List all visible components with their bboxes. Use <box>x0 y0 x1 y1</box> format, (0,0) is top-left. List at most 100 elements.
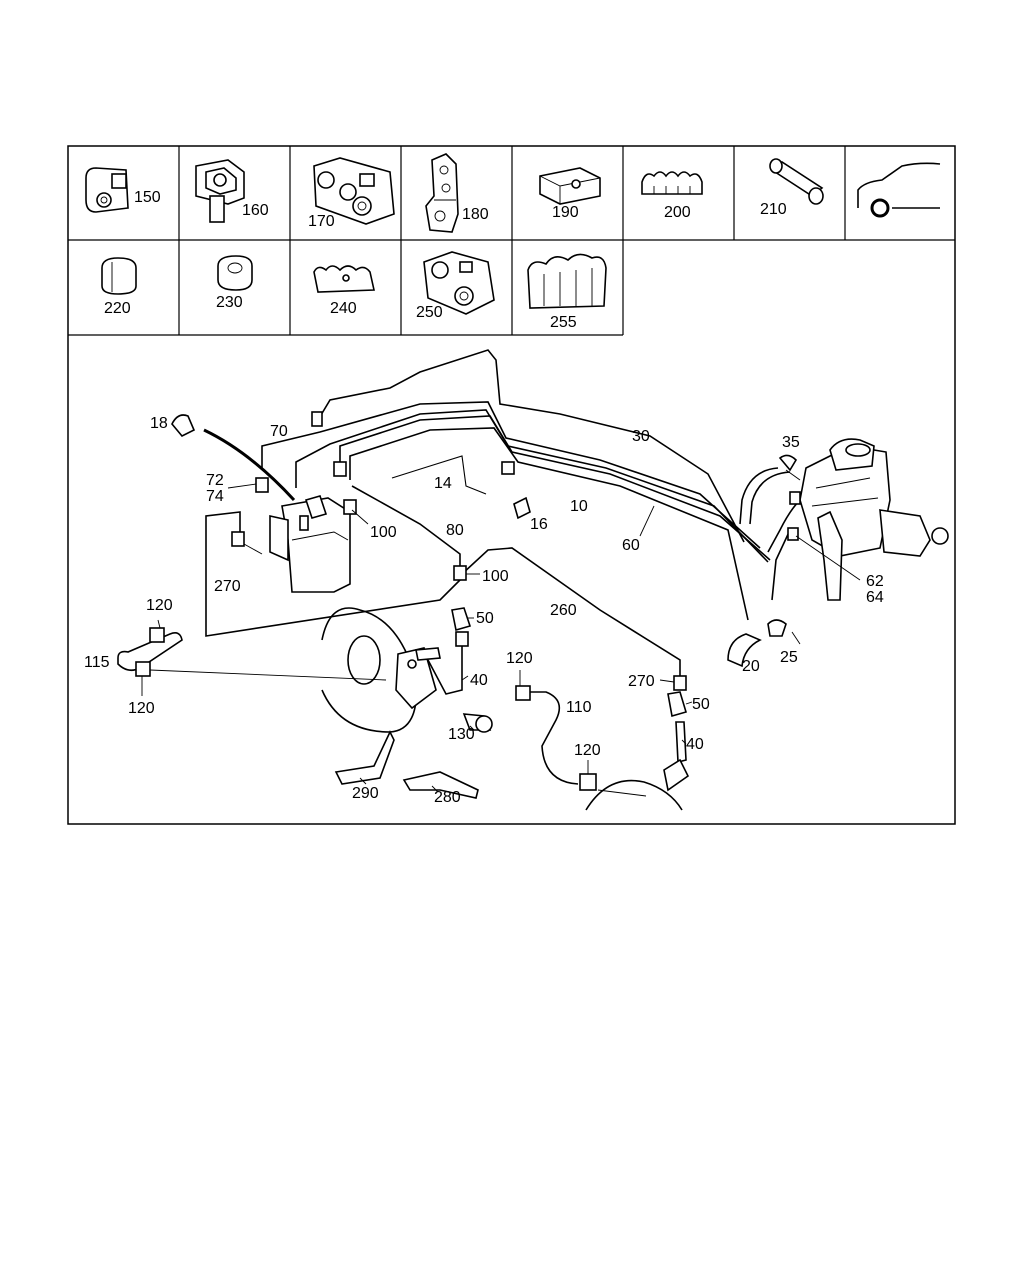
callout-100: 100 <box>370 524 397 541</box>
callout-270: 270 <box>628 673 655 690</box>
fitting <box>333 461 347 477</box>
legend-cell-230: 230 <box>216 255 253 311</box>
legend-cell-240: 240 <box>313 265 375 317</box>
legend-cell-150: 150 <box>85 167 161 213</box>
grommet-icon <box>217 255 253 291</box>
hydraulic-unit <box>269 495 351 593</box>
line-clip-icon <box>313 265 375 293</box>
legend-cell-255: 255 <box>527 253 607 331</box>
fitting <box>579 773 597 791</box>
legend-label: 255 <box>550 314 577 331</box>
legend-cell-200: 200 <box>641 171 703 221</box>
double-clamp-icon <box>423 251 495 315</box>
legend-grid <box>68 146 955 336</box>
callout-16: 16 <box>530 516 548 533</box>
fitting <box>455 631 469 647</box>
callout-20: 20 <box>742 658 760 675</box>
brake-caliper <box>395 647 437 710</box>
legend-cell-180: 180 <box>425 153 489 233</box>
callout-30: 30 <box>632 428 650 445</box>
fitting <box>311 411 323 427</box>
callout-100: 100 <box>482 568 509 585</box>
legend-label: 190 <box>552 204 579 221</box>
callout-14: 14 <box>434 475 452 492</box>
hose-40 <box>675 721 687 764</box>
triple-clamp-icon <box>313 157 395 225</box>
fitting <box>515 685 531 701</box>
legend-label: 240 <box>330 300 357 317</box>
clamp-16 <box>513 496 531 520</box>
callout-70: 70 <box>270 423 288 440</box>
block-clip-icon <box>539 167 601 205</box>
fitting <box>501 461 515 475</box>
clip-50 <box>451 607 472 632</box>
legend-cell-220: 220 <box>101 257 137 317</box>
clamp-35 <box>778 454 798 472</box>
brake-line-80 <box>351 485 461 574</box>
car-silhouette-icon <box>857 162 941 218</box>
callout-50: 50 <box>476 610 494 627</box>
legend-cell-190: 190 <box>539 167 601 221</box>
hose-35 <box>739 467 779 525</box>
callout-10: 10 <box>570 498 588 515</box>
pointer-arrow <box>203 428 296 502</box>
line-115-pointer <box>149 669 387 681</box>
hose-110 <box>518 691 579 785</box>
callout-80: 80 <box>446 522 464 539</box>
legend-label: 170 <box>308 213 335 230</box>
brake-line-270 <box>205 511 463 637</box>
legend-cell-160: 160 <box>195 159 269 223</box>
callout-120: 120 <box>506 650 533 667</box>
callout-290: 290 <box>352 785 379 802</box>
callout-110: 110 <box>566 699 592 716</box>
fitting <box>231 531 245 547</box>
hose-end <box>415 647 441 661</box>
fitting <box>255 477 269 493</box>
callout-18: 18 <box>150 415 168 432</box>
legend-cell-210: 210 <box>760 158 824 218</box>
callout-72: 72 <box>206 472 224 489</box>
callout-280: 280 <box>434 789 461 806</box>
callout-130: 130 <box>448 726 475 743</box>
legend-label: 220 <box>104 300 131 317</box>
callout-40: 40 <box>470 672 488 689</box>
legend-label: 210 <box>760 201 787 218</box>
brake-line-260 <box>461 547 681 684</box>
legend-cell-170: 170 <box>308 157 395 230</box>
fitting <box>453 565 467 581</box>
fitting <box>787 527 799 541</box>
bracket-290 <box>334 730 395 785</box>
callout-40: 40 <box>686 736 704 753</box>
callout-25: 25 <box>780 649 798 666</box>
legend-cell-250: 250 <box>416 251 495 321</box>
callout-74: 74 <box>206 488 224 505</box>
legend-label: 230 <box>216 294 243 311</box>
brake-line-14 <box>391 455 487 495</box>
master-cylinder <box>799 438 949 601</box>
legend-label: 150 <box>134 189 161 206</box>
callout-120: 120 <box>146 597 173 614</box>
callout-62: 62 <box>866 573 884 590</box>
cluster-clip-icon <box>527 253 607 309</box>
brake-line-assembly: 18 70 72 74 14 30 35 10 16 60 100 80 100… <box>84 349 949 811</box>
callout-50: 50 <box>692 696 710 713</box>
clip-18 <box>171 414 196 437</box>
callout-120: 120 <box>574 742 601 759</box>
legend-label: 250 <box>416 304 443 321</box>
bracket-clamp-icon <box>195 159 245 223</box>
brake-line-bundle <box>261 401 761 549</box>
callout-120: 120 <box>128 700 155 717</box>
multi-clip-icon <box>641 171 703 195</box>
callout-60: 60 <box>622 537 640 554</box>
mounting-bracket-icon <box>425 153 459 233</box>
leader-lines <box>141 469 861 793</box>
clamp-25 <box>767 619 787 637</box>
split-sleeve-icon <box>101 257 137 295</box>
fitting <box>673 675 687 691</box>
callout-270: 270 <box>214 578 241 595</box>
sleeve-icon <box>769 158 824 205</box>
legend-label: 160 <box>242 202 269 219</box>
hose-end <box>663 758 690 792</box>
legend-label: 180 <box>462 206 489 223</box>
hose-115 <box>117 627 183 677</box>
